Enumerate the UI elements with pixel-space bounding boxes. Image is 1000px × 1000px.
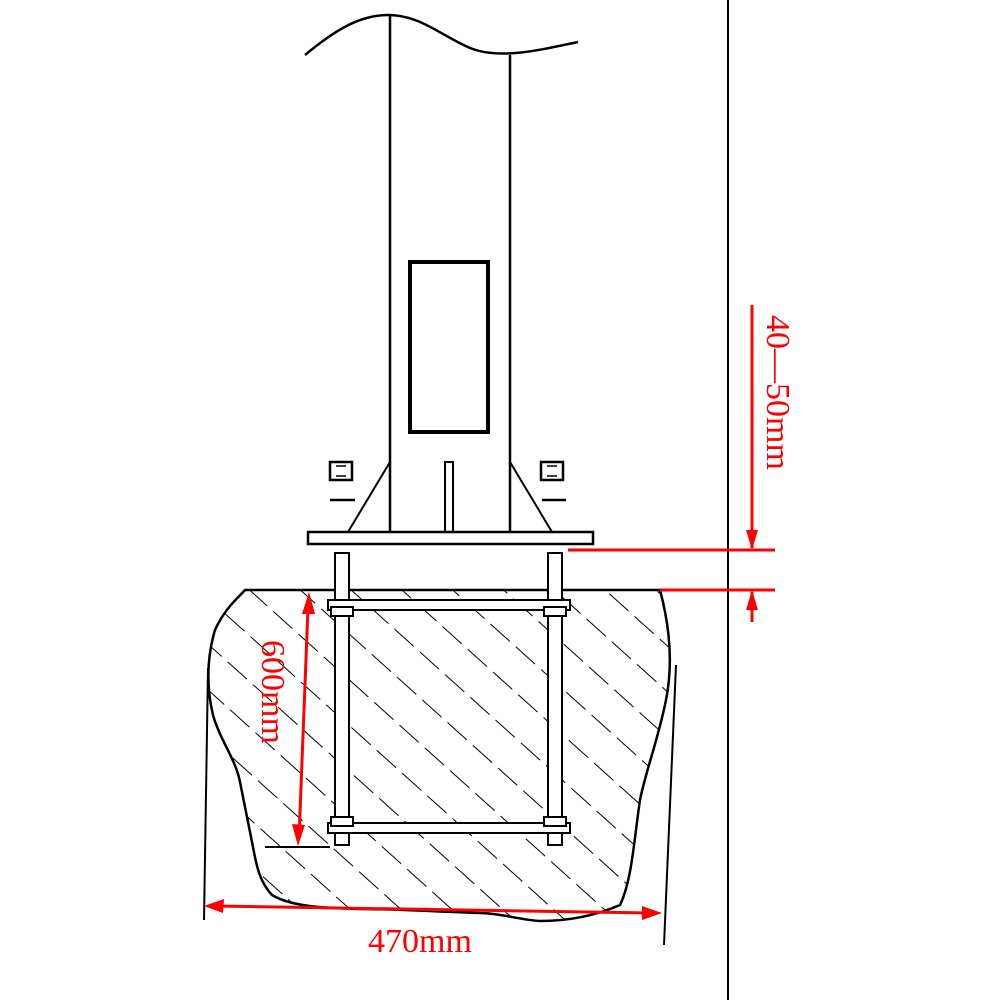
pit-left-wall — [203, 667, 209, 921]
gap-dimension-label: 40—50mm — [759, 315, 796, 470]
width-dimension-label: 470mm — [368, 923, 472, 960]
left-gusset — [346, 461, 391, 533]
base-plate — [306, 530, 595, 546]
right-gusset — [509, 461, 554, 533]
access-door — [408, 260, 490, 434]
right-nut — [539, 460, 566, 502]
pit-right-wall — [663, 664, 677, 946]
concrete-foundation — [207, 588, 672, 923]
depth-dimension — [292, 592, 315, 846]
gap-dimension — [568, 305, 775, 622]
anchor-bolt-cage — [327, 552, 571, 846]
width-dimension — [204, 899, 662, 920]
center-rib — [444, 461, 454, 533]
left-nut — [328, 460, 355, 502]
pole-break-line — [304, 13, 579, 56]
depth-dimension-label: 600mm — [254, 640, 291, 744]
